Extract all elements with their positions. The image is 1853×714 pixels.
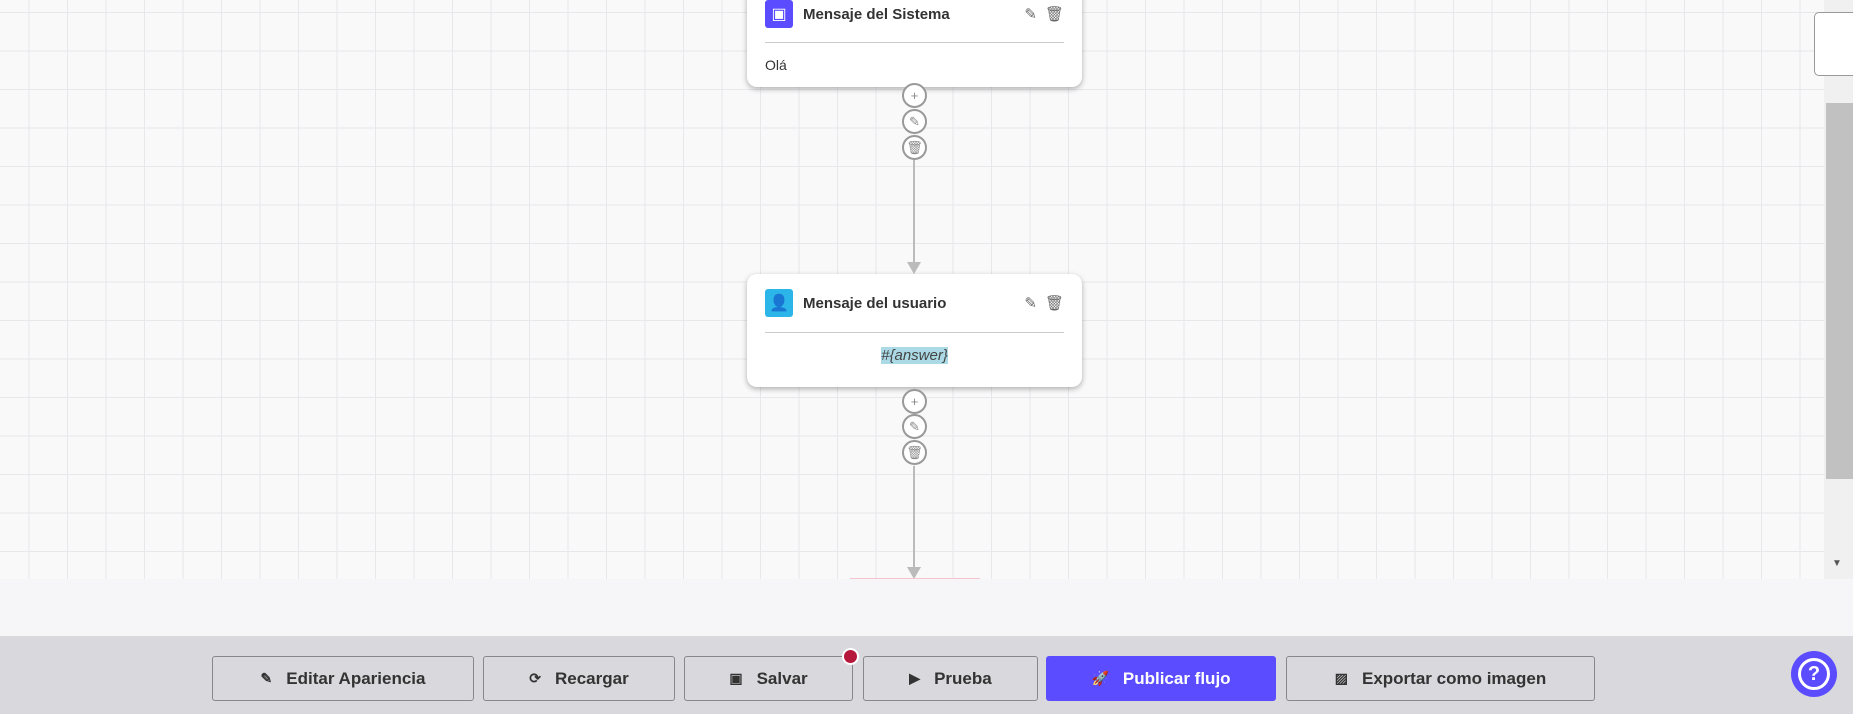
node-body: Olá: [765, 57, 787, 73]
edit-connection-button[interactable]: ✎: [902, 109, 927, 134]
save-button[interactable]: ▣ Salvar: [684, 656, 853, 701]
add-node-button[interactable]: +: [902, 389, 927, 414]
next-node-edge: [850, 578, 980, 579]
help-button[interactable]: ?: [1791, 651, 1837, 697]
trash-icon[interactable]: 🗑: [1044, 6, 1064, 23]
delete-connection-button[interactable]: 🗑: [902, 440, 927, 465]
divider: [765, 42, 1064, 43]
rocket-icon: 🚀: [1091, 670, 1109, 686]
edit-icon[interactable]: ✎: [1024, 295, 1037, 312]
edit-appearance-button[interactable]: ✎ Editar Apariencia: [212, 656, 474, 701]
robot-icon: ▣: [765, 0, 793, 28]
minimap-panel[interactable]: [1814, 12, 1853, 76]
play-icon: ▶: [909, 670, 921, 686]
scrollbar-thumb[interactable]: [1826, 103, 1853, 479]
test-button[interactable]: ▶ Prueba: [863, 656, 1038, 701]
divider: [765, 332, 1064, 333]
connector-line: [913, 160, 915, 264]
publish-flow-button[interactable]: 🚀 Publicar flujo: [1046, 656, 1276, 701]
flow-canvas[interactable]: ▣ Mensaje del Sistema ✎ 🗑 Olá + ✎ 🗑 👤 Me…: [0, 0, 1824, 579]
trash-icon[interactable]: 🗑: [1044, 295, 1064, 312]
question-icon: ?: [1798, 658, 1830, 690]
button-label: Editar Apariencia: [286, 668, 426, 688]
export-image-button[interactable]: ▨ Exportar como imagen: [1286, 656, 1595, 701]
node-user-message[interactable]: 👤 Mensaje del usuario ✎ 🗑 #{answer}: [747, 274, 1082, 387]
add-node-button[interactable]: +: [902, 83, 927, 108]
reload-button[interactable]: ⟳ Recargar: [483, 656, 675, 701]
arrow-head: [907, 567, 921, 579]
scroll-down-arrow[interactable]: ▼: [1832, 558, 1842, 569]
user-icon: 👤: [765, 289, 793, 317]
edit-icon[interactable]: ✎: [1024, 6, 1037, 23]
button-label: Recargar: [555, 668, 629, 688]
button-label: Salvar: [756, 668, 808, 688]
node-system-message[interactable]: ▣ Mensaje del Sistema ✎ 🗑 Olá: [747, 0, 1082, 87]
button-label: Publicar flujo: [1122, 668, 1231, 688]
arrow-head: [907, 262, 921, 274]
edit-icon: ✎: [260, 670, 273, 686]
edit-connection-button[interactable]: ✎: [902, 414, 927, 439]
bottom-toolbar: ✎ Editar Apariencia ⟳ Recargar ▣ Salvar ▶ Pr…: [0, 636, 1853, 714]
image-icon: ▨: [1334, 670, 1348, 686]
node-body: #{answer}: [881, 347, 948, 364]
refresh-icon: ⟳: [529, 670, 541, 686]
node-title: Mensaje del Sistema: [803, 5, 950, 23]
unsaved-changes-badge: [842, 648, 859, 665]
connector-line: [913, 466, 915, 570]
delete-connection-button[interactable]: 🗑: [902, 135, 927, 160]
floppy-icon: ▣: [729, 670, 743, 686]
button-label: Exportar como imagen: [1362, 668, 1547, 688]
node-title: Mensaje del usuario: [803, 294, 947, 312]
button-label: Prueba: [934, 668, 992, 688]
